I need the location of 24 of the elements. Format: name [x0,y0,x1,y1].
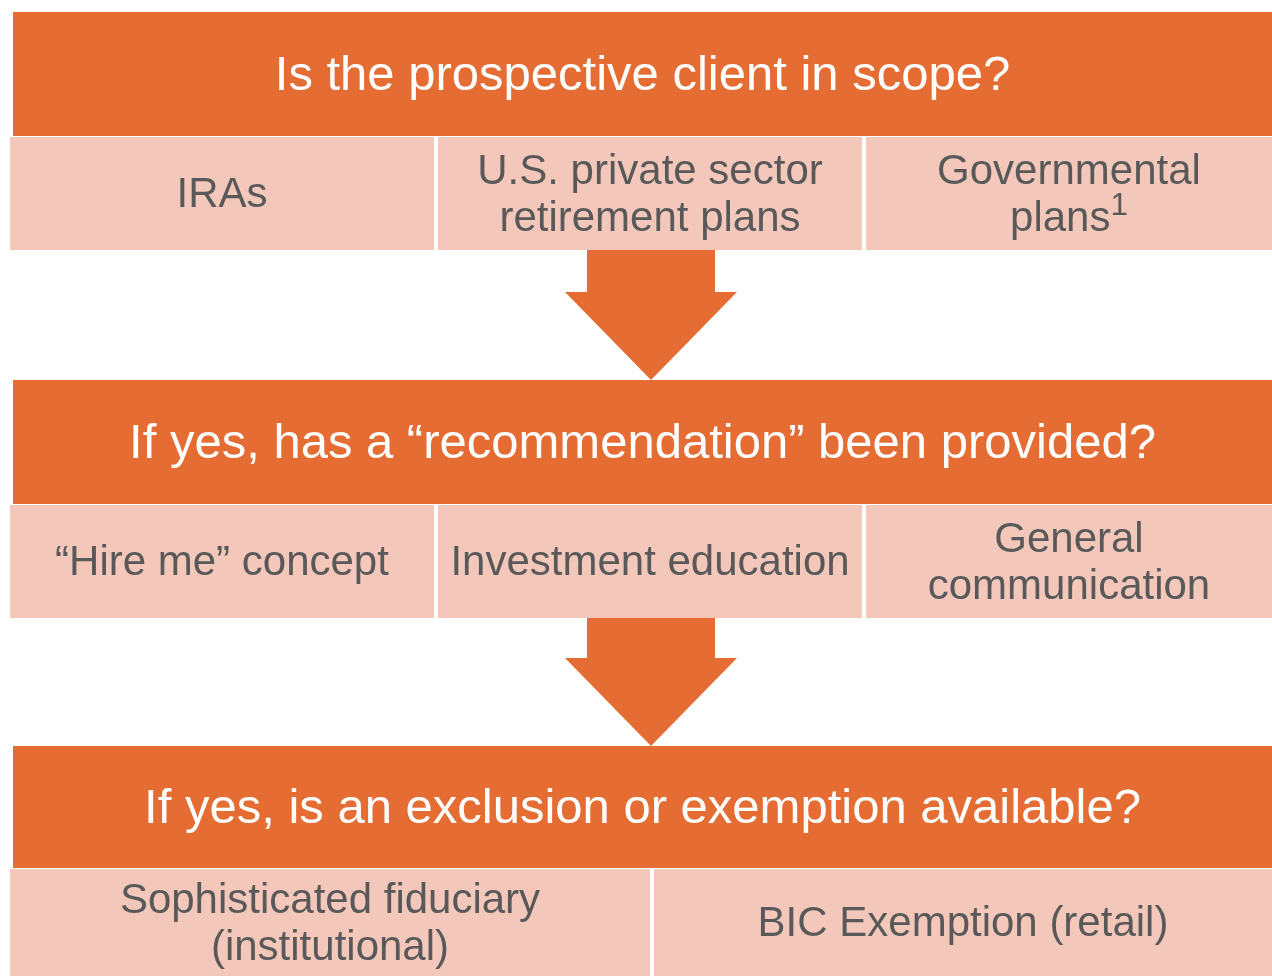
option-cell [10,869,650,976]
option-cell [438,137,862,250]
option-text: General communication [926,515,1212,608]
question-heading: If yes, has a “recommendation” been provided? [129,413,1156,471]
option-text: IRAs [176,170,268,217]
option-cell [10,505,434,618]
option-cell [10,137,434,250]
question-heading: Is the prospective client in scope? [274,45,1011,103]
option-text: “Hire me” concept [55,538,389,585]
question-band [13,746,1272,868]
question-band [13,380,1272,504]
option-text: U.S. private sector retirement plans [476,147,824,240]
down-arrow [565,618,737,746]
option-cell [866,137,1272,250]
option-text: BIC Exemption (retail) [757,899,1169,946]
option-cell [438,505,862,618]
option-text: Governmental plans$^{1}$ [936,147,1202,240]
option-text: Investment education [450,538,850,585]
question-band [13,12,1272,136]
option-text: Sophisticated fiduciary (institutional) [118,876,542,969]
option-cell [866,505,1272,618]
question-heading: If yes, is an exclusion or exemption available? [144,778,1141,836]
down-arrow [565,250,737,380]
option-cell [654,869,1272,976]
